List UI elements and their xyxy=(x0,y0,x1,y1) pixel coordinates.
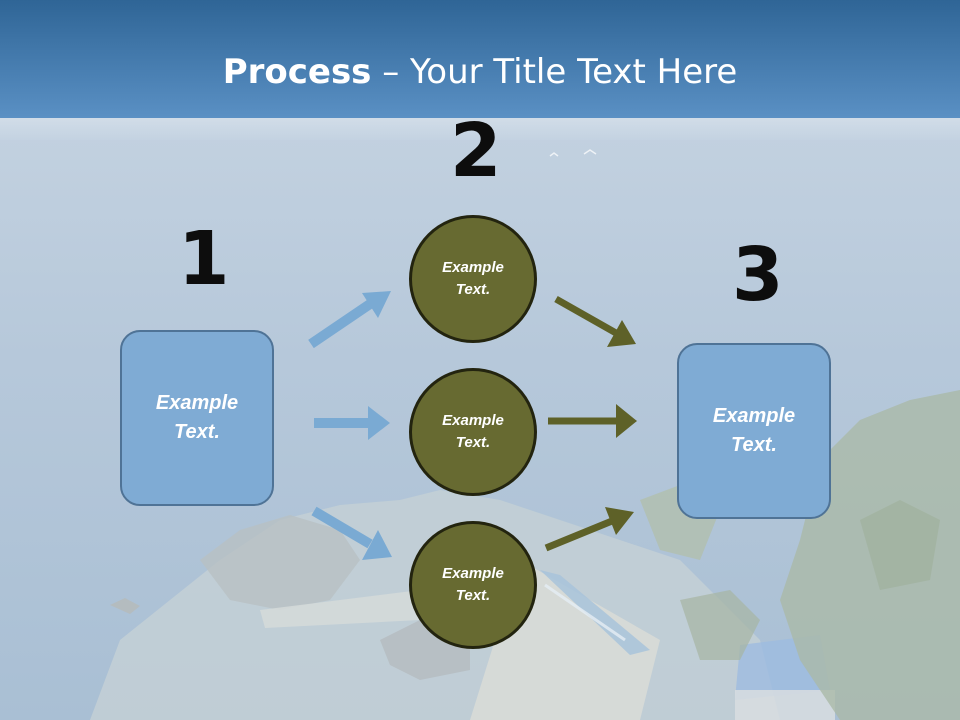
title-rest: – Your Title Text Here xyxy=(371,52,738,92)
step-number-3: 3 xyxy=(732,232,784,318)
arrow-to-circle-2 xyxy=(314,406,390,440)
step-number-1: 1 xyxy=(178,216,230,302)
circle-top-text: Example Text. xyxy=(442,258,504,299)
title-bold: Process xyxy=(222,52,372,92)
arrow-from-circle-3 xyxy=(544,507,634,552)
arrow-from-circle-2 xyxy=(548,404,637,438)
circle-middle-text: Example Text. xyxy=(442,411,504,452)
arrow-from-circle-1 xyxy=(554,295,636,347)
slide-title: Process – Your Title Text Here xyxy=(0,52,960,92)
step-3-text: Example Text. xyxy=(712,405,796,456)
arrow-to-circle-3 xyxy=(311,506,392,560)
arrow-to-circle-1 xyxy=(308,291,391,349)
step-number-2: 2 xyxy=(450,108,502,194)
step-1-text: Example Text. xyxy=(155,392,239,443)
circle-bottom-text: Example Text. xyxy=(442,564,504,605)
step-2-circle-top: Example Text. xyxy=(409,215,537,343)
step-2-circle-middle: Example Text. xyxy=(409,368,537,496)
step-2-circle-bottom: Example Text. xyxy=(409,521,537,649)
step-1-box: Example Text. xyxy=(120,330,274,506)
step-3-box: Example Text. xyxy=(677,343,831,519)
